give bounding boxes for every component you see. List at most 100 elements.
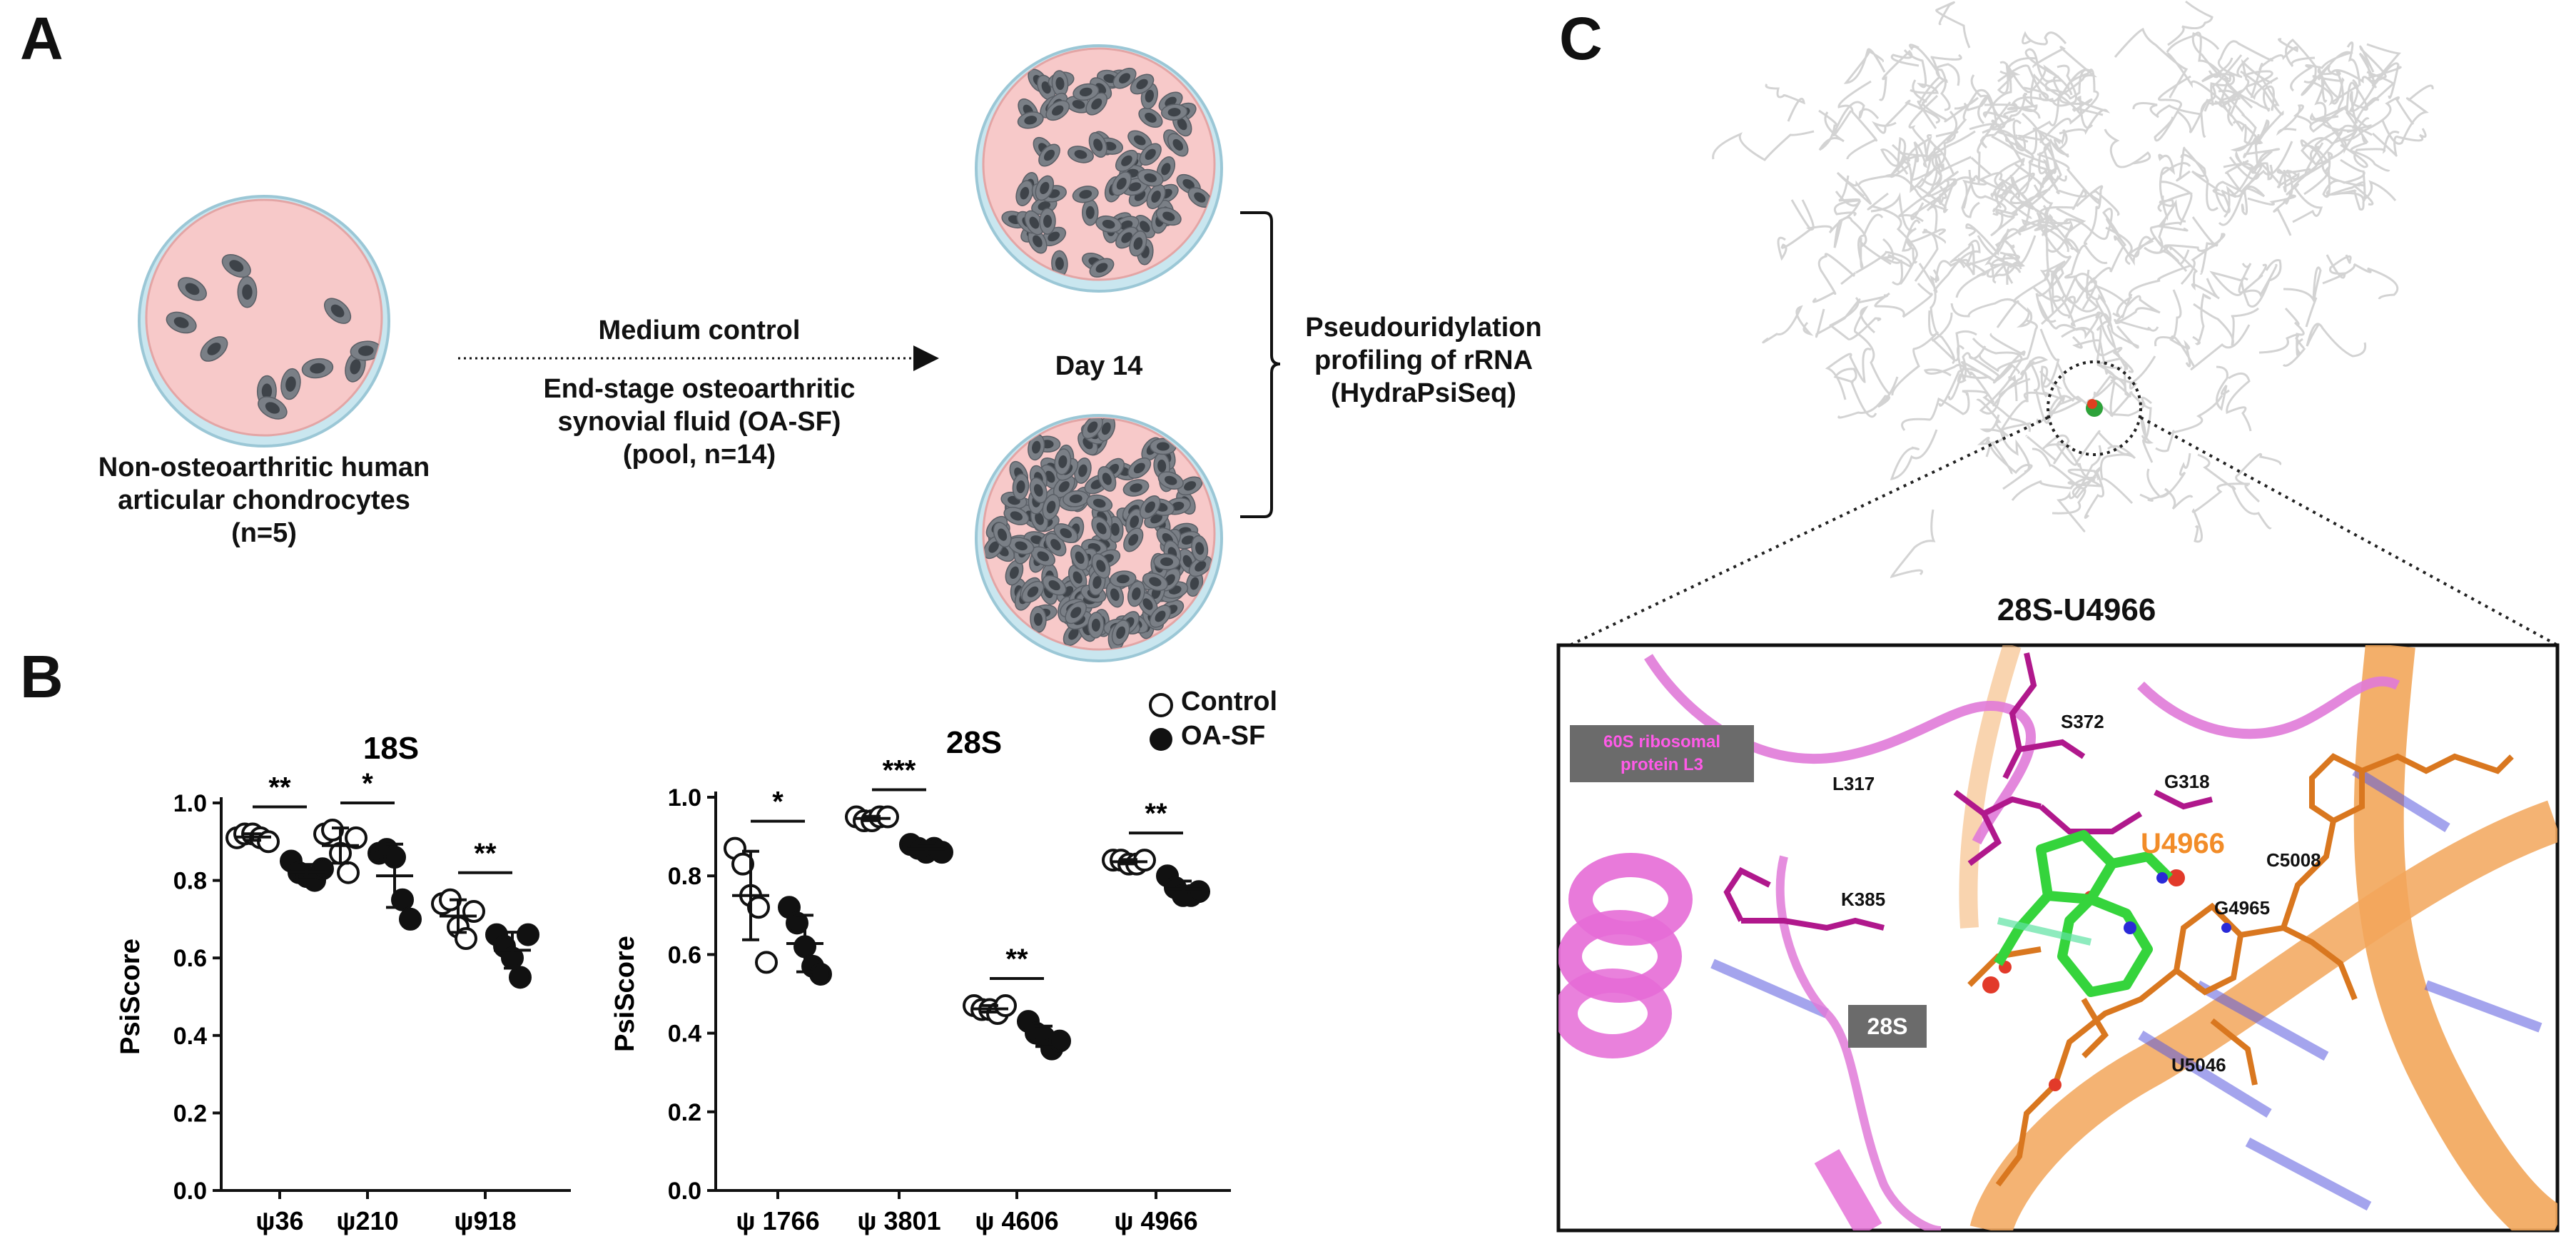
ribosome-strand [1934,226,2027,283]
ribosome-strand [2140,416,2154,463]
ribosome-strand [1977,235,2026,267]
ribosome-strand [2322,263,2399,300]
control-point [321,819,344,842]
dish-initial [138,195,390,448]
ribosome-strand [2139,487,2194,510]
cell [1035,175,1055,201]
cell [1005,560,1024,586]
ribosome-strand [1979,319,2038,373]
cells-label-line1: Non-osteoarthritic human [98,452,430,482]
cell [1017,111,1044,129]
ribosome-strand [2064,244,2108,303]
cell [1095,215,1122,233]
ribosome-strand [2072,466,2104,519]
ribosome-strand [1871,99,1941,134]
control-point [257,830,280,854]
chart-18s: 0.00.20.40.60.81.0PsiScore18Sψ36**ψ210*ψ… [116,731,571,1235]
control-point [345,826,367,849]
ribosome-strand [1918,239,1981,293]
cell [1139,495,1161,520]
ribosome-strand [2209,263,2278,298]
ribosome-strand [1712,130,1815,161]
cell [200,336,228,362]
ribosome-strand [2180,153,2226,198]
zoom-view [1556,643,2560,1233]
significance-label: ** [1145,798,1167,829]
ribosome-strand [2114,295,2161,323]
ribosome-strand [2340,158,2397,202]
ribosome-strand [1909,44,1948,110]
ribosome-strand [1935,63,1960,111]
ribosome-strand [2366,43,2401,99]
ribosome-strand [1946,89,2012,142]
ribosome-strand [2192,293,2211,345]
cell [1053,523,1078,544]
ribosome-strand [1891,310,1939,396]
ribosome-strand [2028,130,2069,174]
legend-marker-oasf [1150,728,1172,751]
chart-title: 28S [946,725,1002,760]
cell [1142,572,1168,592]
oasf-point [509,966,532,989]
cell [301,358,334,379]
rrna-28s-label: 28S [1848,1005,1927,1048]
ribosome-strand [2166,31,2222,79]
profiling-label-line3: (HydraPsiSeq) [1331,378,1516,408]
ribosome-strand [1801,199,1867,248]
y-axis-label: PsiScore [116,939,146,1055]
ribosome-strand [1962,172,2020,209]
ribosome-strand [2158,195,2188,272]
cell [1003,506,1030,525]
ribosome-strand [2114,27,2189,98]
ribosome-strand [1927,146,1976,198]
cell [1111,620,1130,646]
ribosome-strand [2105,226,2154,266]
profiling-label: Pseudouridylation profiling of rRNA (Hyd… [1281,311,1566,410]
cell [1155,207,1182,226]
ribosome-strand [1950,278,2046,318]
ribosome-strand [2359,45,2402,83]
ribosome-strand [2290,51,2354,92]
cell [1073,83,1100,101]
ribosome-strand [1969,333,2026,384]
cell [1039,208,1056,235]
significance-label: ** [1005,944,1028,975]
ribosome-strand [1968,169,2015,237]
ribosome-strand [1833,368,1877,418]
ribosome-strand [2217,40,2273,79]
ribosome-strand [2276,168,2311,188]
ribosome-strand [2155,395,2223,452]
cell [1072,186,1099,203]
site-marker-accent [2087,399,2097,409]
significance-label: * [772,787,784,818]
ribosome-strand [1890,136,1932,178]
protein-helix [1558,853,1882,1230]
y-tick-label: 0.8 [668,863,701,890]
panel-label-c: C [1559,5,1603,72]
control-point [994,994,1017,1018]
ribosome-strand [2284,307,2305,357]
ribosome-strand [2326,189,2365,211]
control-point [337,861,360,884]
panel-label-b: B [20,643,64,710]
profiling-label-line1: Pseudouridylation [1305,313,1542,343]
ribosome-strand [2022,73,2084,117]
ribosome-strand [2169,246,2220,300]
ribosome-strand [1837,376,1899,419]
ribosome-strand [2022,31,2067,46]
ribosome-strand [2003,86,2049,118]
ribosome-strand [2310,106,2370,154]
significance-label: * [362,768,373,799]
y-tick-label: 0.4 [668,1021,701,1048]
y-tick-label: 0.6 [173,945,207,972]
ribosome-strand [1957,345,1987,383]
cell [1123,527,1144,552]
cell [1130,74,1155,95]
day-label: Day 14 [1055,351,1143,381]
ribosome-strand [2059,96,2111,136]
y-tick-label: 0.0 [173,1178,207,1205]
residue-l317: L317 [1832,773,1875,794]
protein-l3-label: 60S ribosomal protein L3 [1570,725,1754,782]
ribosome-strand [2191,482,2251,543]
